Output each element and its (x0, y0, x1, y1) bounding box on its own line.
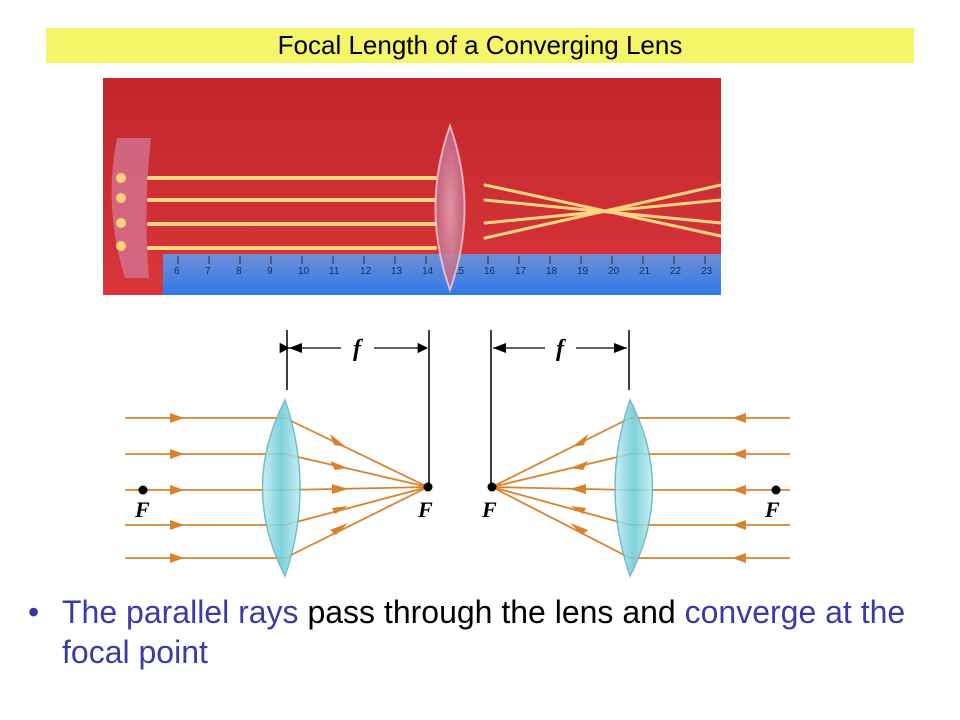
ruler-tick-label: 7 (205, 266, 211, 277)
right-near-focal-label: F (481, 497, 497, 522)
ruler-tick-label: 16 (484, 266, 496, 277)
ruler-tick-label: 17 (515, 266, 527, 277)
ruler-tick-label: 6 (174, 266, 180, 277)
lens-photo-graphic: 6 7 8 9 10 11 12 13 14 15 16 17 18 19 20 21 22 23 (103, 78, 721, 295)
left-far-focal-label: F (134, 497, 150, 522)
ruler-tick-label: 22 (670, 266, 682, 277)
right-far-focal-dot (771, 485, 781, 495)
ruler-tick-label: 10 (298, 266, 310, 277)
ruler-ticks: 6 7 8 9 10 11 12 13 14 15 16 17 18 19 20 21 22 23 (174, 256, 713, 277)
bullet-highlight-converge: converge (684, 594, 817, 630)
left-lens-diagram: f (125, 330, 433, 578)
ruler-tick-label: 20 (608, 266, 620, 277)
glass-lens-icon (434, 122, 466, 294)
ruler-tick-label: 18 (546, 266, 558, 277)
ruler-tick-label: 13 (391, 266, 403, 277)
left-lens-icon (261, 398, 301, 578)
ruler-tick-label: 15 (453, 266, 465, 277)
right-far-focal-label: F (764, 497, 780, 522)
ruler-tick-label: 21 (639, 266, 651, 277)
bullet-text: The parallel rays pass through the lens … (62, 592, 952, 672)
right-lens-diagram: f (481, 330, 790, 578)
lens-photo: 6 7 8 9 10 11 12 13 14 15 16 17 18 19 20 21 22 23 (103, 78, 721, 295)
bullet-marker: • (28, 594, 40, 630)
ruler-tick-label: 8 (236, 266, 242, 277)
right-focal-length-label: f (556, 336, 566, 362)
ruler-tick-label: 12 (360, 266, 372, 277)
right-near-focal-dot (487, 482, 497, 492)
focal-diagram: f (110, 318, 810, 588)
left-focal-point-dot (138, 485, 148, 495)
left-focal-length-label: f (353, 336, 363, 362)
left-near-focal-dot (423, 482, 433, 492)
right-lens-icon (614, 398, 654, 578)
ruler-tick-label: 11 (329, 266, 340, 277)
ruler-tick-label: 9 (267, 266, 273, 277)
page-title: Focal Length of a Converging Lens (277, 30, 683, 60)
bullet-highlight-parallel-rays: The parallel rays (62, 594, 299, 630)
bullet-text-middle: pass through the lens and (298, 594, 685, 630)
focal-diagram-graphic: f (125, 330, 790, 578)
ruler-tick-label: 19 (577, 266, 589, 277)
left-near-focal-label: F (417, 497, 433, 522)
bullet-text-end: at the focal point (62, 594, 906, 670)
ruler-tick-label: 14 (422, 266, 434, 277)
ruler-tick-label: 23 (701, 266, 713, 277)
title-bar: Focal Length of a Converging Lens (46, 28, 914, 63)
